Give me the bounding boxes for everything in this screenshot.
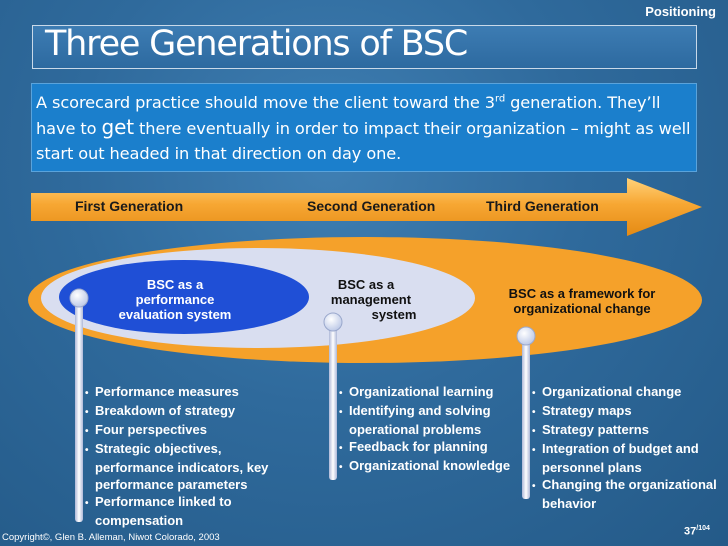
intro-box: A scorecard practice should move the cli… <box>31 83 697 172</box>
arrow-label-first: First Generation <box>75 198 184 214</box>
generation-arrow <box>31 178 702 236</box>
pole-ball-third <box>516 326 536 346</box>
ellipse-label-third: BSC as a framework for organizational ch… <box>494 286 670 316</box>
pole-third <box>522 339 530 499</box>
intro-part1: A scorecard practice should move the cli… <box>36 93 495 112</box>
list-item: Identifying and solving operational prob… <box>339 402 519 438</box>
intro-part3: there eventually in order to impact thei… <box>36 119 691 163</box>
title-box: Three Generations of BSC <box>32 24 697 69</box>
list-item: Changing the organizational behavior <box>532 476 722 512</box>
page-number: 37/104 <box>684 525 710 538</box>
copyright-notice: Copyright©, Glen B. Alleman, Niwot Color… <box>2 532 220 543</box>
slide-title: Three Generations of BSC <box>45 24 468 64</box>
list-item: Organizational learning <box>339 383 519 402</box>
list-item: Breakdown of strategy <box>85 402 295 421</box>
intro-text: A scorecard practice should move the cli… <box>36 90 692 166</box>
pole-ball-second <box>323 312 343 332</box>
page-current: 37 <box>684 525 697 538</box>
bullet-list-third: Organizational change Strategy maps Stra… <box>532 383 722 512</box>
list-item: Integration of budget and personnel plan… <box>532 440 722 476</box>
ellipse-label-second-line3: system <box>371 307 417 322</box>
page-total: /104 <box>696 525 710 532</box>
list-item: Organizational knowledge <box>339 457 519 476</box>
intro-part2: generation. They’ll have to <box>36 93 661 138</box>
ellipse-label-second-line2: management <box>330 292 412 307</box>
pole-first <box>75 300 83 522</box>
arrow-label-third: Third Generation <box>486 198 599 214</box>
section-label: Positioning <box>645 4 716 19</box>
inner-ellipse-first-gen <box>59 260 309 334</box>
arrow-label-second: Second Generation <box>307 198 436 214</box>
list-item: Strategy patterns <box>532 421 722 440</box>
list-item: Strategy maps <box>532 402 722 421</box>
intro-emphasis: get <box>101 115 135 139</box>
ellipse-label-first-line3: evaluation system <box>118 307 232 322</box>
list-item: Performance measures <box>85 383 295 402</box>
ellipse-label-third-line1: BSC as a framework for <box>508 286 656 301</box>
ellipse-label-second-line1: BSC as a <box>337 277 395 292</box>
ellipse-label-third-line2: organizational change <box>513 301 651 316</box>
bullet-list-first: Performance measures Breakdown of strate… <box>85 383 295 529</box>
bullet-list-second: Organizational learning Identifying and … <box>339 383 519 476</box>
ellipse-label-first: BSC as a performance evaluation system <box>105 277 245 322</box>
ellipse-label-second: BSC as a management system <box>318 277 424 322</box>
intro-superscript: rd <box>494 93 506 105</box>
pole-second <box>329 325 337 480</box>
list-item: Organizational change <box>532 383 722 402</box>
pole-ball-first <box>69 288 89 308</box>
list-item: Performance linked to compensation <box>85 493 295 529</box>
ellipse-label-first-line1: BSC as a <box>146 277 204 292</box>
list-item: Strategic objectives, performance indica… <box>85 440 295 493</box>
ellipse-label-first-line2: performance <box>135 292 215 307</box>
list-item: Feedback for planning <box>339 438 519 457</box>
list-item: Four perspectives <box>85 421 295 440</box>
